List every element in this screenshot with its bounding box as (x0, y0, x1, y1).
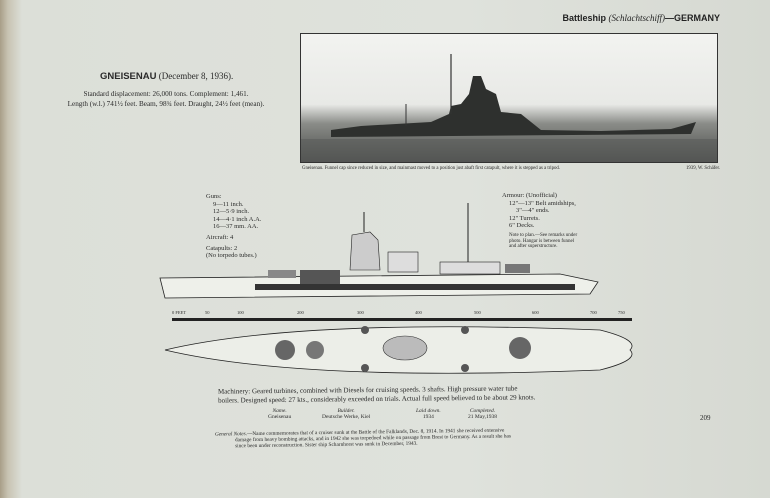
running-header: Battleship (Schlachtschiff)—GERMANY (562, 13, 720, 23)
armament-block: Guns: 9—11 inch. 12—5·9 inch. 14—4·1 inc… (206, 193, 262, 260)
ship-title: GNEISENAU (December 8, 1936). (100, 71, 234, 82)
ship-stats: Standard displacement: 26,000 tons. Comp… (67, 90, 265, 108)
machinery-text: Machinery: Geared turbines, combined wit… (217, 384, 536, 405)
scale-labels: 0 FEET 50 100 200 300 400 500 600 700 75… (172, 310, 625, 315)
table-laid-down: Laid down.1934 (416, 408, 441, 420)
table-builder: Builder.Deutsche Werke, Kiel (322, 408, 371, 420)
armour-block: Armour: (Unofficial) 12"—13" Belt amidsh… (502, 192, 578, 250)
ship-photo-image (301, 54, 717, 162)
profile-drawing (159, 203, 599, 299)
table-name: Name.Gneisenau (268, 408, 292, 420)
deck-plan-drawing (164, 326, 633, 374)
scale-bar (172, 318, 632, 321)
ship-photo (300, 33, 718, 163)
table-completed: Completed.21 May,1938 (468, 408, 497, 420)
page-number: 209 (700, 414, 711, 422)
photo-caption: Gneisenau. Funnel cap since reduced in s… (302, 166, 720, 171)
